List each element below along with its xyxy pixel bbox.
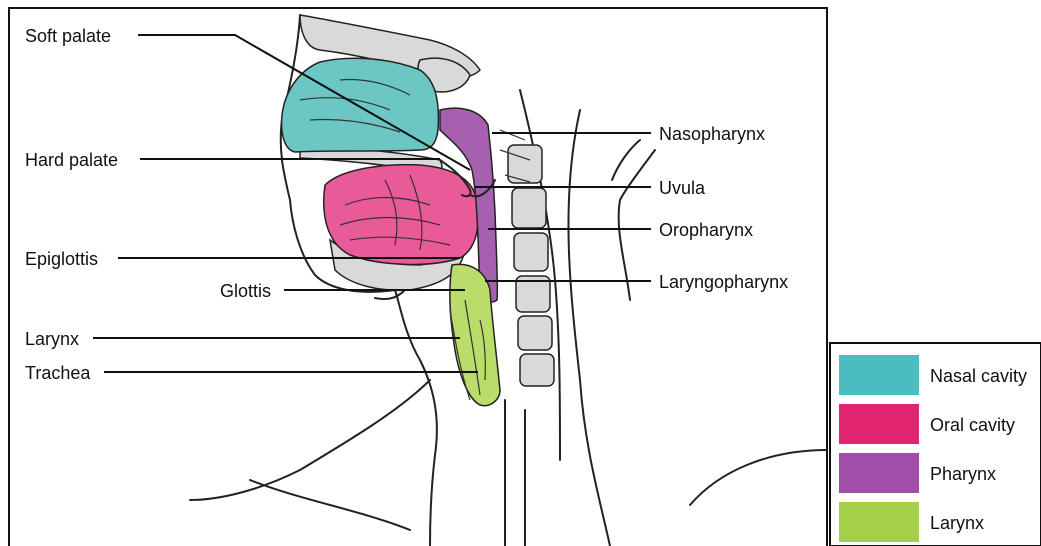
legend-swatch-oral-cavity	[839, 404, 919, 444]
legend: Nasal cavity Oral cavity Pharynx Larynx	[830, 343, 1041, 546]
oral-cavity-region	[324, 165, 479, 265]
label-laryngopharynx: Laryngopharynx	[659, 272, 788, 292]
label-nasopharynx: Nasopharynx	[659, 124, 765, 144]
legend-label-pharynx: Pharynx	[930, 464, 996, 484]
legend-swatch-nasal-cavity	[839, 355, 919, 395]
legend-label-larynx: Larynx	[930, 513, 984, 533]
legend-label-oral-cavity: Oral cavity	[930, 415, 1015, 435]
vertebrae	[508, 145, 554, 386]
label-oropharynx: Oropharynx	[659, 220, 753, 240]
label-uvula: Uvula	[659, 178, 706, 198]
label-glottis: Glottis	[220, 281, 271, 301]
label-trachea: Trachea	[25, 363, 91, 383]
label-epiglottis: Epiglottis	[25, 249, 98, 269]
legend-swatch-larynx	[839, 502, 919, 542]
label-soft-palate: Soft palate	[25, 26, 111, 46]
label-hard-palate: Hard palate	[25, 150, 118, 170]
legend-label-nasal-cavity: Nasal cavity	[930, 366, 1027, 386]
legend-swatch-pharynx	[839, 453, 919, 493]
label-larynx: Larynx	[25, 329, 79, 349]
